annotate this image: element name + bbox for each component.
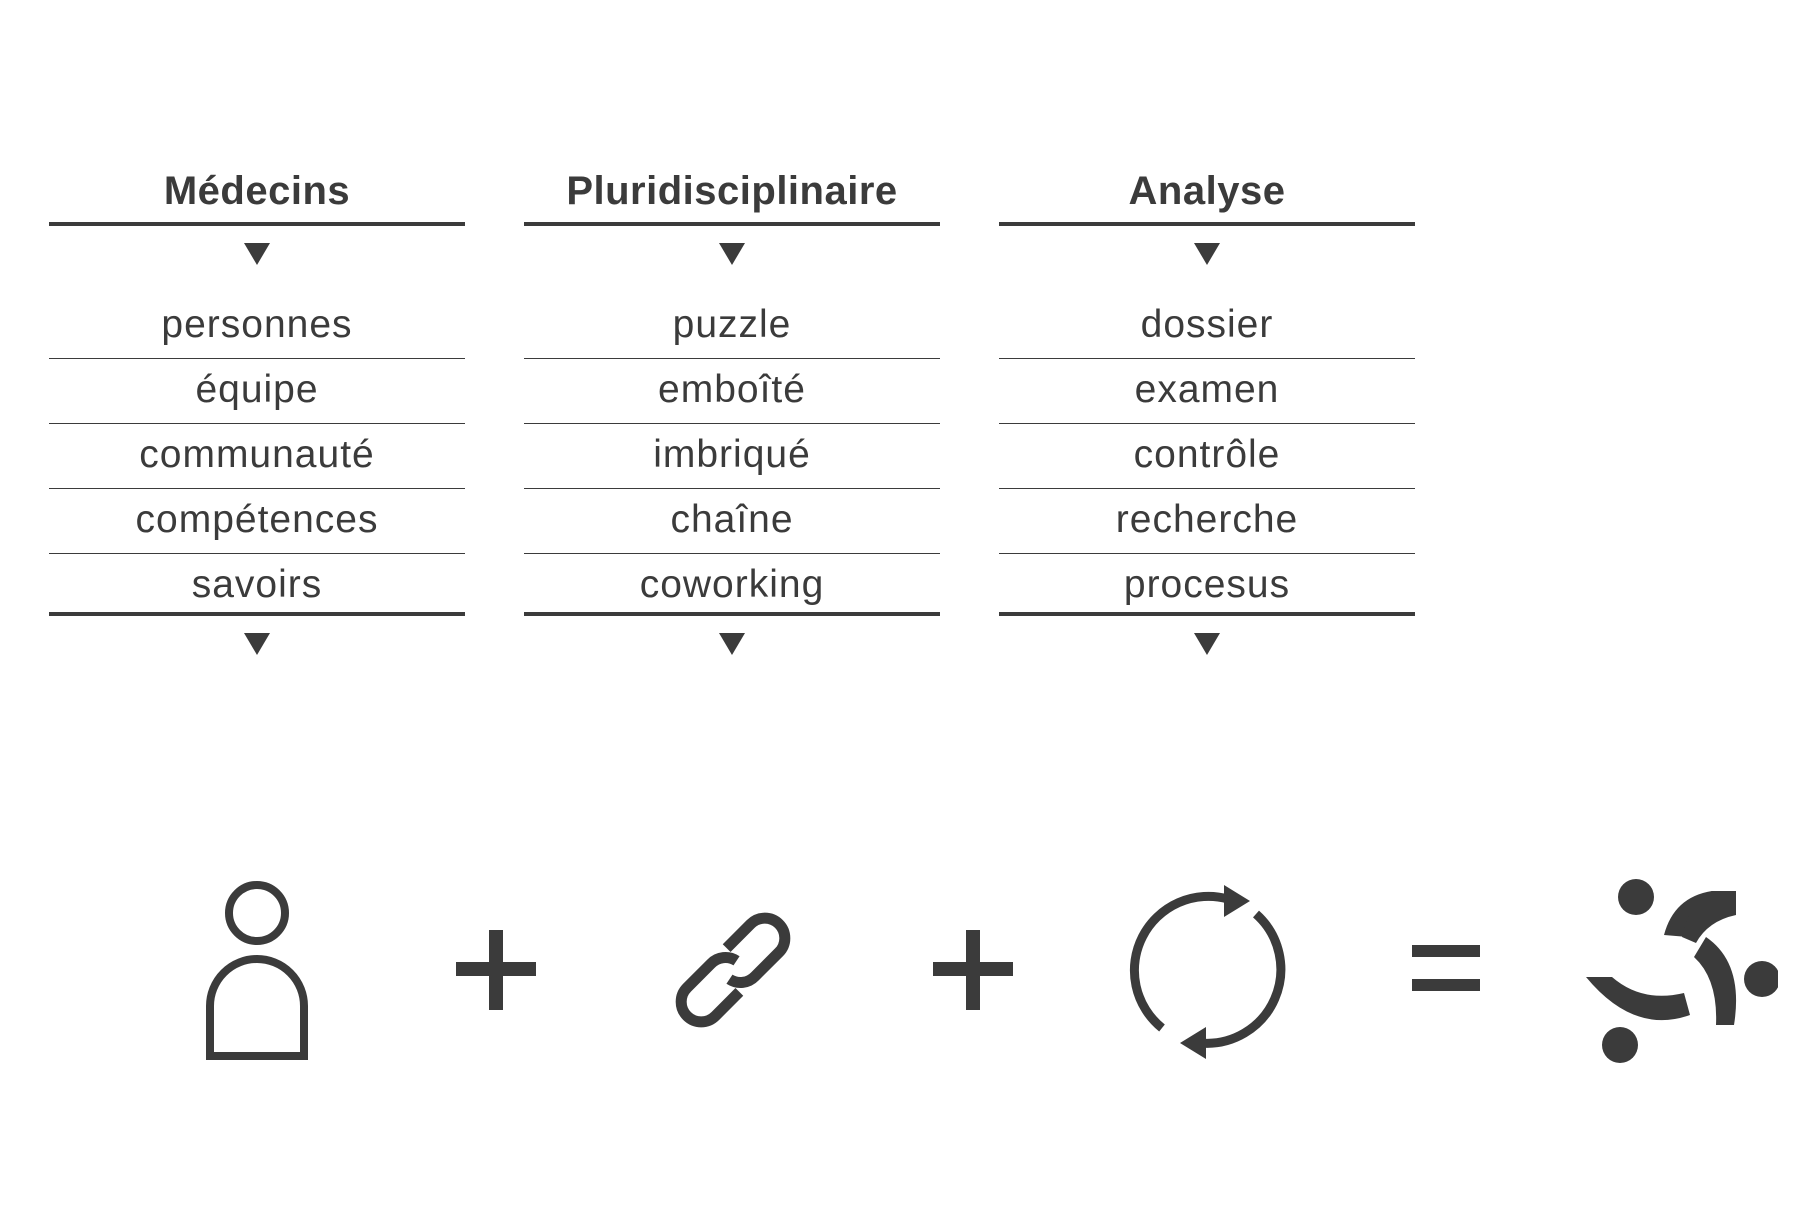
column-title: Analyse — [1128, 169, 1286, 213]
down-arrow-icon — [49, 226, 465, 282]
column-items: personnes équipe communauté compétences … — [49, 294, 465, 612]
equation-row — [0, 860, 1817, 1063]
list-item: emboîté — [524, 359, 940, 424]
column-items: dossier examen contrôle recherche proces… — [999, 294, 1415, 612]
down-arrow-icon — [524, 616, 940, 672]
link-icon — [675, 912, 791, 1028]
list-item: équipe — [49, 359, 465, 424]
list-item: procesus — [1123, 563, 1291, 606]
person-icon — [206, 881, 308, 1060]
logo-icon — [1586, 879, 1778, 1063]
list-item: communauté — [49, 424, 465, 489]
column-top-rule — [524, 222, 940, 226]
column-title: Médecins — [163, 169, 351, 213]
list-item: coworking — [639, 563, 825, 606]
column-bottom-rule — [49, 612, 465, 616]
column-pluridisciplinaire: Pluridisciplinaire puzzle emboîté imbriq… — [524, 160, 940, 672]
plus-icon — [933, 930, 1013, 1010]
column-items: puzzle emboîté imbriqué chaîne coworking — [524, 294, 940, 612]
list-item: compétences — [49, 489, 465, 554]
list-item: puzzle — [524, 294, 940, 359]
down-arrow-icon — [524, 226, 940, 282]
column-medecins: Médecins personnes équipe communauté com… — [49, 160, 465, 672]
down-arrow-icon — [999, 226, 1415, 282]
column-top-rule — [999, 222, 1415, 226]
column-title: Pluridisciplinaire — [566, 169, 898, 213]
list-item: imbriqué — [524, 424, 940, 489]
list-item: examen — [999, 359, 1415, 424]
column-top-rule — [49, 222, 465, 226]
plus-icon — [456, 930, 536, 1010]
list-item: dossier — [999, 294, 1415, 359]
list-item: savoirs — [191, 563, 323, 606]
column-bottom-rule — [999, 612, 1415, 616]
list-item: personnes — [49, 294, 465, 359]
list-item: recherche — [999, 489, 1415, 554]
column-bottom-rule — [524, 612, 940, 616]
down-arrow-icon — [49, 616, 465, 672]
list-item: contrôle — [999, 424, 1415, 489]
column-analyse: Analyse dossier examen contrôle recherch… — [999, 160, 1415, 672]
down-arrow-icon — [999, 616, 1415, 672]
list-item: chaîne — [524, 489, 940, 554]
refresh-cycle-icon — [1129, 885, 1286, 1059]
equals-icon — [1412, 945, 1480, 991]
